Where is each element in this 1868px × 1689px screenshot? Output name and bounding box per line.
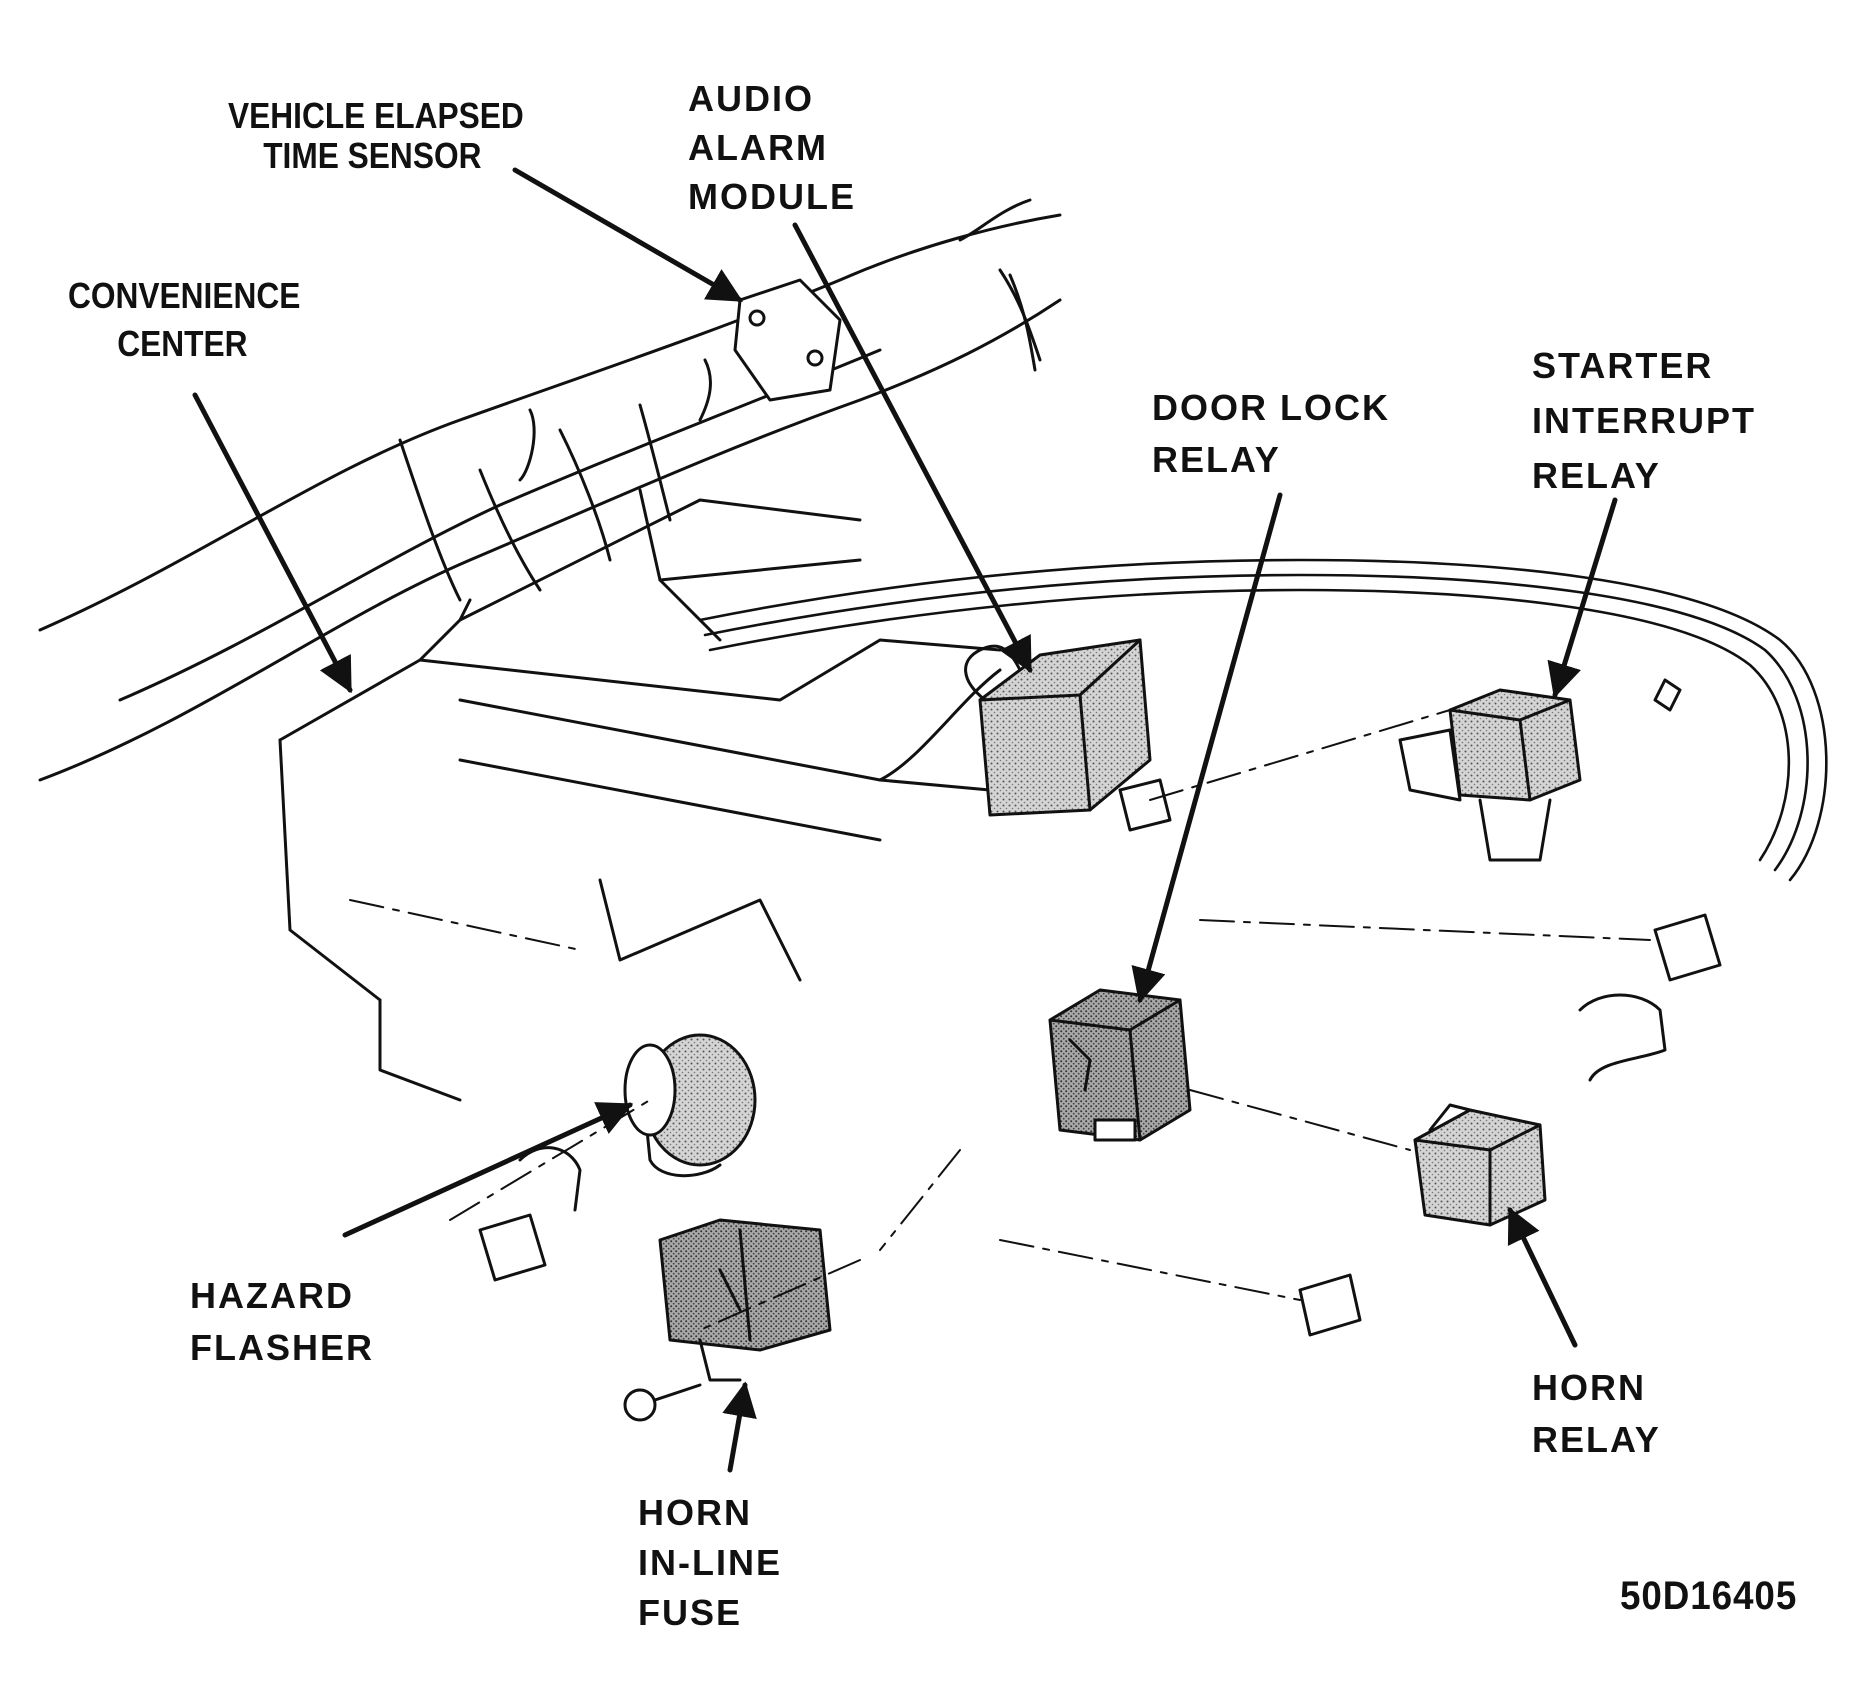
label-line: HORN [638, 1492, 752, 1533]
elapsed-time-sensor [733, 278, 842, 402]
leader-arrows [192, 167, 1618, 1473]
label-line: STARTER [1532, 345, 1714, 386]
label-hazard-flasher: HAZARD FLASHER [190, 1270, 374, 1374]
label-line: HAZARD [190, 1275, 354, 1316]
label-line: TIME SENSOR [263, 135, 482, 176]
label-line: INTERRUPT [1532, 400, 1756, 441]
label-line: VEHICLE ELAPSED [228, 95, 524, 136]
label-line: CENTER [117, 323, 248, 364]
label-line: CONVENIENCE [68, 275, 301, 316]
label-line: FUSE [638, 1592, 743, 1633]
horn-relay [1413, 1103, 1547, 1227]
label-line: FLASHER [190, 1327, 374, 1368]
hazard-flasher [623, 1033, 757, 1178]
label-audio-alarm-module: AUDIO ALARM MODULE [688, 74, 856, 221]
label-line: MODULE [688, 176, 856, 217]
label-line: RELAY [1532, 455, 1661, 496]
horn-inline-fuse [658, 1218, 832, 1382]
label-elapsed-time-sensor: VEHICLE ELAPSED TIME SENSOR [228, 98, 524, 174]
label-line: RELAY [1532, 1419, 1661, 1460]
label-horn-inline-fuse: HORN IN-LINE FUSE [638, 1488, 782, 1638]
convenience-center-bracket [278, 488, 1102, 1102]
label-door-lock-relay: DOOR LOCK RELAY [1152, 382, 1390, 486]
main-wiring-harness [38, 198, 1062, 782]
retaining-clips [478, 778, 1722, 1337]
door-lock-relay [1048, 988, 1192, 1142]
upper-wire-bundle [698, 558, 1828, 882]
label-line: HORN [1532, 1367, 1646, 1408]
mounting-screws [623, 678, 1682, 1422]
label-line: RELAY [1152, 439, 1281, 480]
label-line: DOOR LOCK [1152, 387, 1390, 428]
label-convenience-center: CONVENIENCE CENTER [68, 278, 300, 362]
label-horn-relay: HORN RELAY [1532, 1362, 1661, 1466]
figure-code: 50D16405 [1620, 1574, 1798, 1618]
label-line: AUDIO [688, 78, 814, 119]
label-line: IN-LINE [638, 1542, 782, 1583]
label-line: ALARM [688, 127, 828, 168]
label-starter-interrupt-relay: STARTER INTERRUPT RELAY [1532, 338, 1756, 503]
audio-alarm-module [878, 638, 1152, 817]
starter-interrupt-relay [1398, 688, 1582, 862]
